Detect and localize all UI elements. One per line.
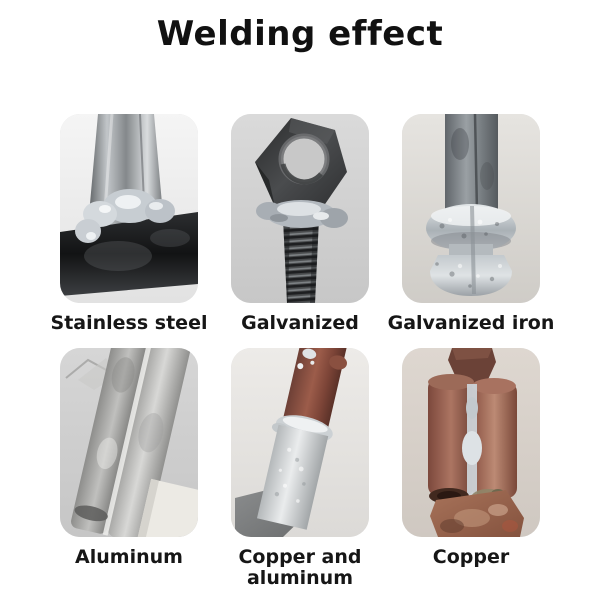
material-label-copper-and-aluminum: Copper and aluminum (238, 546, 362, 589)
galvanized-eye-nut-weld-photo-icon (231, 114, 369, 303)
stainless-steel-weld-photo-icon (60, 114, 198, 303)
copper-tube-weld-photo-icon (402, 348, 540, 537)
grid-cell-galvanized-iron: Galvanized iron (388, 114, 554, 348)
galvanized-iron-pipe-weld-photo-icon (402, 114, 540, 303)
copper-and-aluminum-tube-weld-photo-icon (231, 348, 369, 537)
grid-cell-stainless-steel: Stainless steel (51, 114, 207, 348)
material-label-aluminum: Aluminum (75, 546, 183, 568)
grid-cell-aluminum: Aluminum (60, 348, 198, 582)
grid-cell-copper: Copper (402, 348, 540, 582)
grid-cell-copper-and-aluminum: Copper and aluminum (231, 348, 369, 588)
aluminum-tube-weld-photo-icon (60, 348, 198, 537)
grid-cell-galvanized: Galvanized (231, 114, 369, 348)
page-title: Welding effect (156, 14, 444, 54)
material-label-galvanized-iron: Galvanized iron (387, 312, 555, 334)
material-label-copper: Copper (432, 546, 510, 568)
material-label-stainless-steel: Stainless steel (50, 312, 208, 334)
material-label-galvanized: Galvanized (241, 312, 359, 334)
photo-grid: Stainless steel (0, 114, 600, 588)
